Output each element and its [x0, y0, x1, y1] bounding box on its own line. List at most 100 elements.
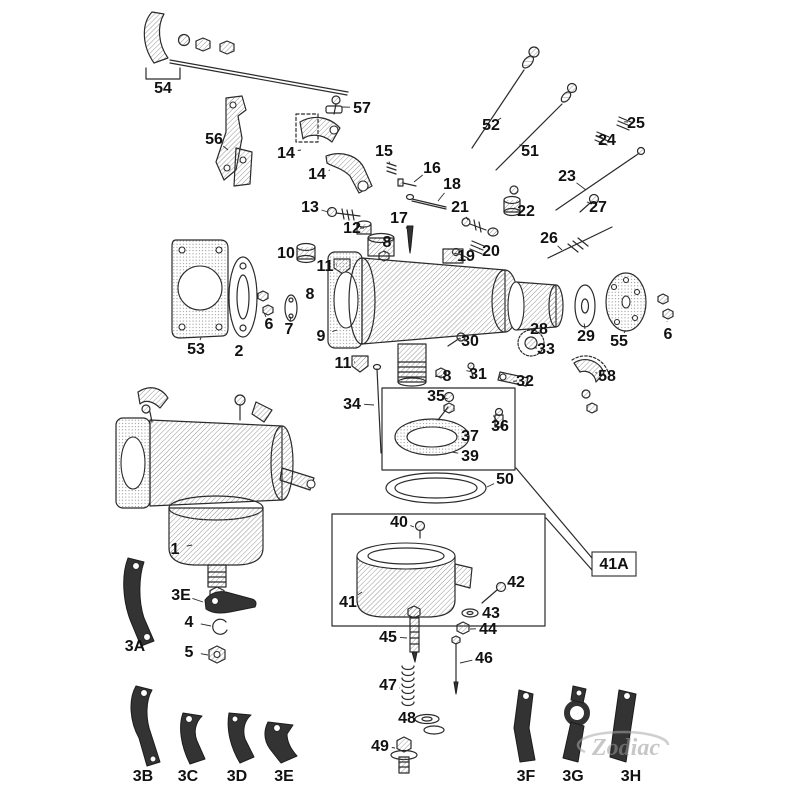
bracket-3h-drawing — [609, 689, 637, 763]
part-label: 5 — [185, 644, 194, 661]
part-label: 45 — [379, 629, 397, 646]
part-label: 21 — [451, 199, 469, 216]
part-label: 7 — [285, 321, 294, 338]
leader-line — [192, 597, 204, 603]
drain-plug-49-drawing — [390, 736, 418, 774]
part-label: 25 — [627, 115, 645, 132]
carburetor-body-drawing — [327, 232, 519, 387]
spring-15-drawing — [386, 162, 397, 175]
leader-line — [388, 161, 391, 165]
screw-13-drawing — [326, 206, 361, 221]
leader-line — [458, 338, 462, 340]
part-label: 24 — [598, 132, 616, 149]
part-label: 3H — [621, 768, 641, 785]
part-label: 31 — [469, 366, 487, 383]
valve-36-drawing — [494, 407, 504, 428]
part-label: 20 — [482, 243, 500, 260]
pin-31-drawing — [467, 362, 475, 378]
part-label: 23 — [558, 168, 576, 185]
leader-line — [576, 182, 587, 191]
part-label: 58 — [598, 368, 616, 385]
part-label: 48 — [398, 710, 416, 727]
watermark-text: Zodiac — [591, 735, 660, 761]
bracket-3e-upper-drawing — [204, 591, 257, 614]
leader-line — [410, 525, 415, 528]
leader-line — [583, 323, 586, 330]
part-label: 10 — [277, 245, 295, 262]
nut-5-drawing — [208, 645, 226, 664]
fitting-11-lower-drawing — [351, 355, 369, 373]
part-label: 51 — [521, 143, 539, 160]
leader-line — [435, 375, 443, 378]
plug-10-drawing — [296, 242, 316, 264]
part-label: 41 — [339, 594, 357, 611]
part-label: 11 — [335, 355, 352, 372]
leader-line — [289, 316, 292, 323]
part-label: 55 — [610, 333, 628, 350]
spring-24-drawing — [594, 131, 610, 146]
part-label: 4 — [185, 614, 194, 631]
float-bowl-41-drawing — [356, 542, 473, 618]
leader-line — [492, 415, 500, 425]
swivel-screw-57-drawing — [325, 95, 343, 115]
part-label: 43 — [482, 605, 500, 622]
bracket-3a-drawing — [123, 557, 155, 647]
part-label: 36 — [491, 418, 509, 435]
part-label: 54 — [154, 80, 172, 97]
leader-line — [413, 719, 419, 722]
part-label: 52 — [482, 117, 500, 134]
sleeve-28-drawing — [507, 281, 564, 331]
part-label: 19 — [457, 248, 475, 265]
assembled-carburetor-1-drawing — [115, 387, 316, 602]
leader-line — [357, 591, 363, 596]
float-assembly-box — [381, 387, 516, 471]
screw-42-drawing — [481, 581, 507, 604]
part-label: 11 — [317, 258, 334, 275]
choke-rod-26-drawing — [547, 226, 613, 259]
leader-line — [332, 329, 338, 333]
part-label: 42 — [507, 574, 525, 591]
nozzle-45-drawing — [407, 605, 421, 663]
part-label: 16 — [423, 160, 441, 177]
idle-screw-21-drawing — [461, 217, 499, 237]
leader-line — [451, 451, 459, 454]
ref-box-41a-label: 41A — [599, 556, 629, 573]
part-label: 8 — [383, 234, 392, 251]
leader-line — [200, 623, 212, 627]
support-bracket-56-drawing — [215, 95, 253, 187]
needle-51-drawing — [495, 82, 578, 171]
gasket-53-drawing — [171, 239, 229, 339]
screw-40-drawing — [414, 520, 426, 539]
part-label: 18 — [443, 176, 461, 193]
part-label: 2 — [235, 343, 244, 360]
part-label: 26 — [540, 230, 558, 247]
leader-line — [459, 659, 473, 664]
bracket-3b-drawing — [130, 685, 161, 767]
leader-line — [186, 544, 193, 547]
part-label: 3F — [517, 768, 536, 785]
screws-6-right-drawing — [657, 293, 674, 320]
part-label: 32 — [516, 373, 534, 390]
cover-plate-55-drawing — [605, 272, 647, 332]
needle-17-drawing — [406, 225, 414, 254]
leader-line — [200, 653, 209, 656]
rod-23-drawing — [555, 146, 646, 211]
gasket-2-drawing — [228, 256, 258, 338]
part-label: 17 — [390, 210, 408, 227]
part-label: 46 — [475, 650, 493, 667]
screw-16-drawing — [397, 178, 417, 187]
leader-line — [321, 209, 329, 213]
leader-line — [399, 636, 408, 639]
leader-line — [557, 245, 563, 251]
part-label: 39 — [461, 448, 479, 465]
part-label: 33 — [537, 341, 555, 358]
part-label: 3G — [562, 768, 583, 785]
part-label: 8 — [443, 368, 452, 385]
leader-line — [223, 145, 229, 151]
part-label: 57 — [353, 100, 371, 117]
spring-47-drawing — [401, 665, 415, 707]
part-label: 53 — [187, 341, 205, 358]
leader-line — [363, 403, 375, 406]
